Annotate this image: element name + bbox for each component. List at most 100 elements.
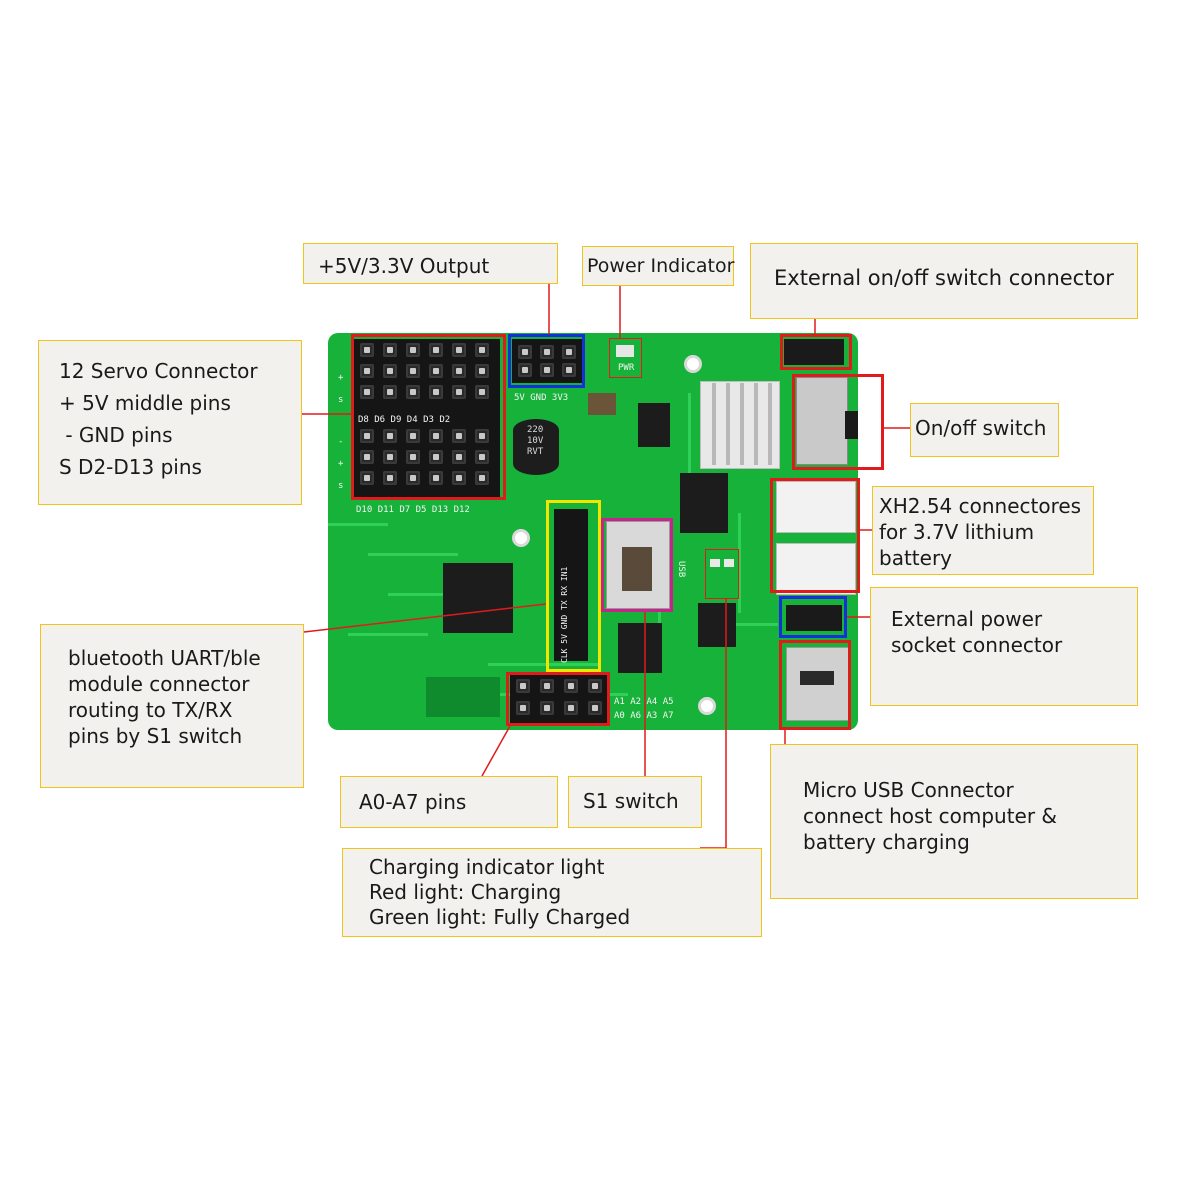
pcb-trace bbox=[368, 553, 458, 556]
callout-output: +5V/3.3V Output bbox=[303, 243, 558, 284]
callout-text: External power bbox=[891, 607, 1043, 631]
leader-analog bbox=[481, 725, 511, 777]
charging-led bbox=[724, 559, 734, 567]
header-pin bbox=[383, 343, 397, 357]
callout-analog: A0-A7 pins bbox=[340, 776, 558, 828]
pcb-board: D8 D6 D9 D4 D3 D2 D10 D11 D7 D5 D13 D12 … bbox=[328, 333, 858, 730]
mounting-hole bbox=[684, 355, 702, 373]
uart-highlight bbox=[546, 500, 601, 672]
header-pin bbox=[475, 450, 489, 464]
ext-switch-highlight bbox=[780, 334, 852, 370]
capacitor-text: 220 10V RVT bbox=[527, 425, 543, 458]
pcb-trace bbox=[388, 593, 448, 596]
header-pin bbox=[540, 345, 554, 359]
servo-bottom-labels: D10 D11 D7 D5 D13 D12 bbox=[356, 505, 470, 515]
header-pin bbox=[452, 450, 466, 464]
servo-side-mark: + bbox=[338, 459, 344, 469]
silk-label: D6 bbox=[374, 415, 386, 425]
silk-label: D9 bbox=[390, 415, 402, 425]
header-pin bbox=[564, 701, 578, 715]
header-pin bbox=[360, 450, 374, 464]
header-pin bbox=[406, 471, 420, 485]
callout-onoff: On/off switch bbox=[910, 403, 1059, 457]
callout-servo: 12 Servo Connector + 5V middle pins - GN… bbox=[38, 340, 302, 505]
silk-label: D8 bbox=[358, 415, 369, 425]
uart-header bbox=[554, 509, 588, 661]
electrolytic-capacitor bbox=[513, 419, 559, 475]
capacitor-value: 220 bbox=[527, 425, 544, 435]
pwr-label: PWR bbox=[618, 363, 635, 373]
charging-led bbox=[710, 559, 720, 567]
header-pin bbox=[360, 364, 374, 378]
header-pin bbox=[562, 363, 576, 377]
pcb-trace bbox=[328, 523, 388, 526]
callout-text: 12 Servo Connector bbox=[59, 359, 258, 383]
header-pin bbox=[452, 429, 466, 443]
usb-serial-chip bbox=[618, 623, 662, 673]
heatsink-fin bbox=[726, 383, 730, 465]
header-pin bbox=[383, 385, 397, 399]
header-pin bbox=[452, 343, 466, 357]
header-pin bbox=[383, 450, 397, 464]
callout-text: A0-A7 pins bbox=[359, 790, 467, 814]
header-pin bbox=[475, 429, 489, 443]
pcb-trace bbox=[688, 393, 691, 473]
pcb-trace bbox=[348, 633, 428, 636]
header-pin bbox=[406, 450, 420, 464]
header-pin bbox=[406, 429, 420, 443]
header-pin bbox=[406, 343, 420, 357]
callout-text: Charging indicator light bbox=[369, 855, 605, 879]
header-pin bbox=[429, 450, 443, 464]
header-pin bbox=[562, 345, 576, 359]
ext-power-socket bbox=[786, 605, 842, 631]
silk-label: D2 bbox=[439, 415, 451, 425]
header-pin bbox=[360, 343, 374, 357]
pcb-trace bbox=[708, 623, 778, 626]
pcb-trace bbox=[488, 663, 598, 666]
callout-ext-power: External power socket connector bbox=[870, 587, 1138, 706]
heatsink-fin bbox=[754, 383, 758, 465]
header-pin bbox=[360, 429, 374, 443]
header-pin bbox=[564, 679, 578, 693]
ext-switch-socket bbox=[784, 339, 844, 365]
mounting-hole bbox=[512, 529, 530, 547]
header-pin bbox=[429, 471, 443, 485]
callout-text: XH2.54 connectores bbox=[879, 494, 1082, 518]
header-pin bbox=[540, 363, 554, 377]
header-pin bbox=[475, 364, 489, 378]
header-pin bbox=[516, 701, 530, 715]
usb-label: USB bbox=[676, 561, 686, 578]
servo-side-mark: - bbox=[338, 437, 344, 447]
charger-chip bbox=[680, 473, 728, 533]
header-pin bbox=[475, 343, 489, 357]
protection-chip bbox=[698, 603, 736, 647]
silk-label: D7 bbox=[399, 505, 411, 515]
silk-label: D3 bbox=[423, 415, 434, 425]
analog-bottom-label: A0 A6 A3 A7 bbox=[614, 711, 674, 721]
silk-label: D11 bbox=[377, 505, 394, 515]
callout-xh: XH2.54 connectores for 3.7V lithium batt… bbox=[872, 486, 1094, 575]
s1-switch-knob bbox=[622, 547, 652, 591]
onoff-switch-lever bbox=[845, 411, 858, 439]
header-pin bbox=[429, 364, 443, 378]
header-pin bbox=[452, 385, 466, 399]
callout-s1: S1 switch bbox=[568, 776, 702, 828]
callout-text: - GND pins bbox=[59, 423, 173, 447]
header-pin bbox=[360, 471, 374, 485]
header-pin bbox=[383, 471, 397, 485]
pcb-trace bbox=[738, 513, 741, 613]
servo-side-mark: + bbox=[338, 373, 344, 383]
header-pin bbox=[406, 385, 420, 399]
capacitor-voltage: 10V bbox=[527, 436, 544, 446]
header-pin bbox=[452, 364, 466, 378]
capacitor-brand: RVT bbox=[527, 447, 544, 457]
micro-usb-opening bbox=[800, 671, 834, 685]
callout-text: connect host computer & bbox=[803, 804, 1058, 828]
header-pin bbox=[475, 385, 489, 399]
callout-text: pins by S1 switch bbox=[68, 724, 243, 748]
callout-text: battery charging bbox=[803, 830, 970, 854]
header-pin bbox=[452, 471, 466, 485]
power-indicator-highlight bbox=[609, 338, 642, 378]
power-output-highlight bbox=[508, 334, 585, 388]
header-pin bbox=[588, 701, 602, 715]
